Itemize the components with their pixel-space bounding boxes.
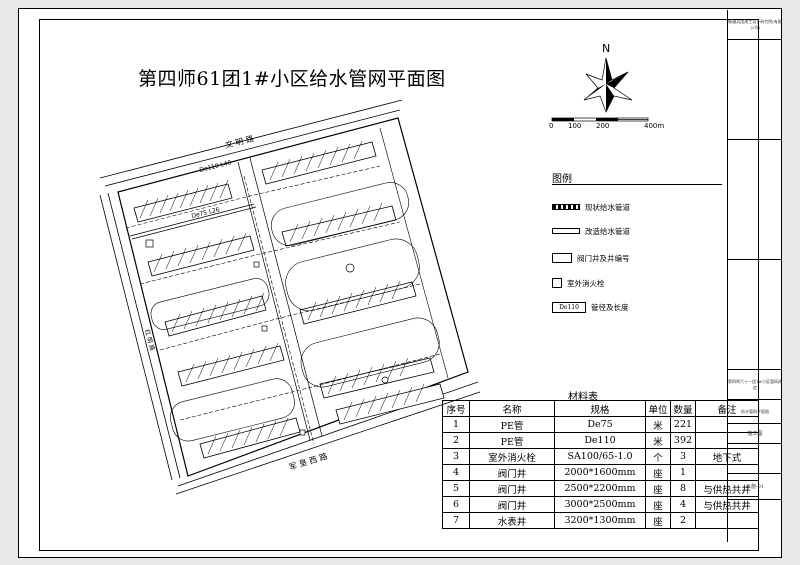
table-cell: PE管 [469, 432, 555, 449]
tb-stage: 施工图 [728, 424, 782, 444]
table-cell: 5 [442, 480, 470, 497]
legend-label: 管径及长度 [591, 302, 629, 312]
table-cell: 阀门井 [469, 496, 555, 513]
title-block: 新疆兵团建工设计研究院(有限公司) 第四师六十一团1#小区管网改造 给水管网平面… [727, 10, 782, 542]
table-cell: 水表井 [469, 512, 555, 529]
materials-header-row: 序号 名称 规格 单位 数量 备注 [442, 400, 759, 417]
table-cell: 米 [645, 416, 671, 433]
renovated-pipe-icon [552, 228, 580, 234]
table-cell: 2 [442, 432, 470, 449]
table-cell: 座 [645, 464, 671, 481]
table-cell: 2 [670, 512, 696, 529]
table-cell: 7 [442, 512, 470, 529]
table-cell: 4 [442, 464, 470, 481]
tb-company: 新疆兵团建工设计研究院(有限公司) [728, 10, 782, 40]
legend-label: 改造给水管道 [585, 226, 630, 236]
table-cell: 6 [442, 496, 470, 513]
table-cell: 3 [670, 448, 696, 465]
tb-certificates [728, 40, 782, 140]
tb-sheet-no: 水施-01 [728, 474, 782, 500]
table-cell: 1 [442, 416, 470, 433]
legend-label: 室外消火栓 [567, 278, 605, 288]
table-cell: 3 [442, 448, 470, 465]
table-cell: SA100/65-1.0 [554, 448, 646, 465]
table-cell: 392 [670, 432, 696, 449]
header-no: 序号 [442, 400, 470, 417]
legend-item-renovated: 改造给水管道 [552, 224, 630, 238]
legend-item-existing: 现状给水管道 [552, 200, 630, 214]
table-cell: 4 [670, 496, 696, 513]
header-unit: 单位 [645, 400, 671, 417]
table-cell: 3200*1300mm [554, 512, 646, 529]
header-name: 名称 [469, 400, 555, 417]
table-cell: 个 [645, 448, 671, 465]
tb-drawing-name: 给水管网平面图 [728, 400, 782, 424]
header-spec: 规格 [554, 400, 646, 417]
table-cell: PE管 [469, 416, 555, 433]
table-cell: 221 [670, 416, 696, 433]
table-cell: 座 [645, 480, 671, 497]
drawing-title: 第四师61团1#小区给水管网平面图 [138, 68, 446, 90]
table-cell: 8 [670, 480, 696, 497]
tb-signatures [728, 140, 782, 260]
legend-item-valve: 阀门井及井编号 [552, 251, 630, 265]
table-cell: 座 [645, 512, 671, 529]
table-cell: 米 [645, 432, 671, 449]
legend-divider [552, 184, 722, 185]
materials-caption: 材料表 [568, 392, 598, 403]
legend-item-hydrant: 室外消火栓 [552, 276, 605, 290]
tb-approvals [728, 260, 782, 370]
header-qty: 数量 [670, 400, 696, 417]
table-cell: 2000*1600mm [554, 464, 646, 481]
existing-pipe-icon [552, 204, 580, 210]
tb-misc [728, 444, 782, 474]
table-cell: De75 [554, 416, 646, 433]
table-cell: 1 [670, 464, 696, 481]
tb-project: 第四师六十一团1#小区管网改造 [728, 370, 782, 400]
legend-label: 阀门井及井编号 [577, 253, 630, 263]
legend-title: 图例 [552, 174, 572, 185]
valve-well-icon [552, 253, 572, 263]
table-cell: 阀门井 [469, 464, 555, 481]
legend-item-pipe-size: De110 L23 管径及长度 [552, 300, 629, 314]
table-cell: 座 [645, 496, 671, 513]
legend-label: 现状给水管道 [585, 202, 630, 212]
drawing-frame [39, 19, 759, 551]
table-cell: 3000*2500mm [554, 496, 646, 513]
fire-hydrant-icon [552, 278, 562, 288]
table-cell: De110 [554, 432, 646, 449]
table-cell: 阀门井 [469, 480, 555, 497]
table-cell: 2500*2200mm [554, 480, 646, 497]
pipe-size-sample: De110 L23 [552, 301, 586, 313]
table-cell: 室外消火栓 [469, 448, 555, 465]
